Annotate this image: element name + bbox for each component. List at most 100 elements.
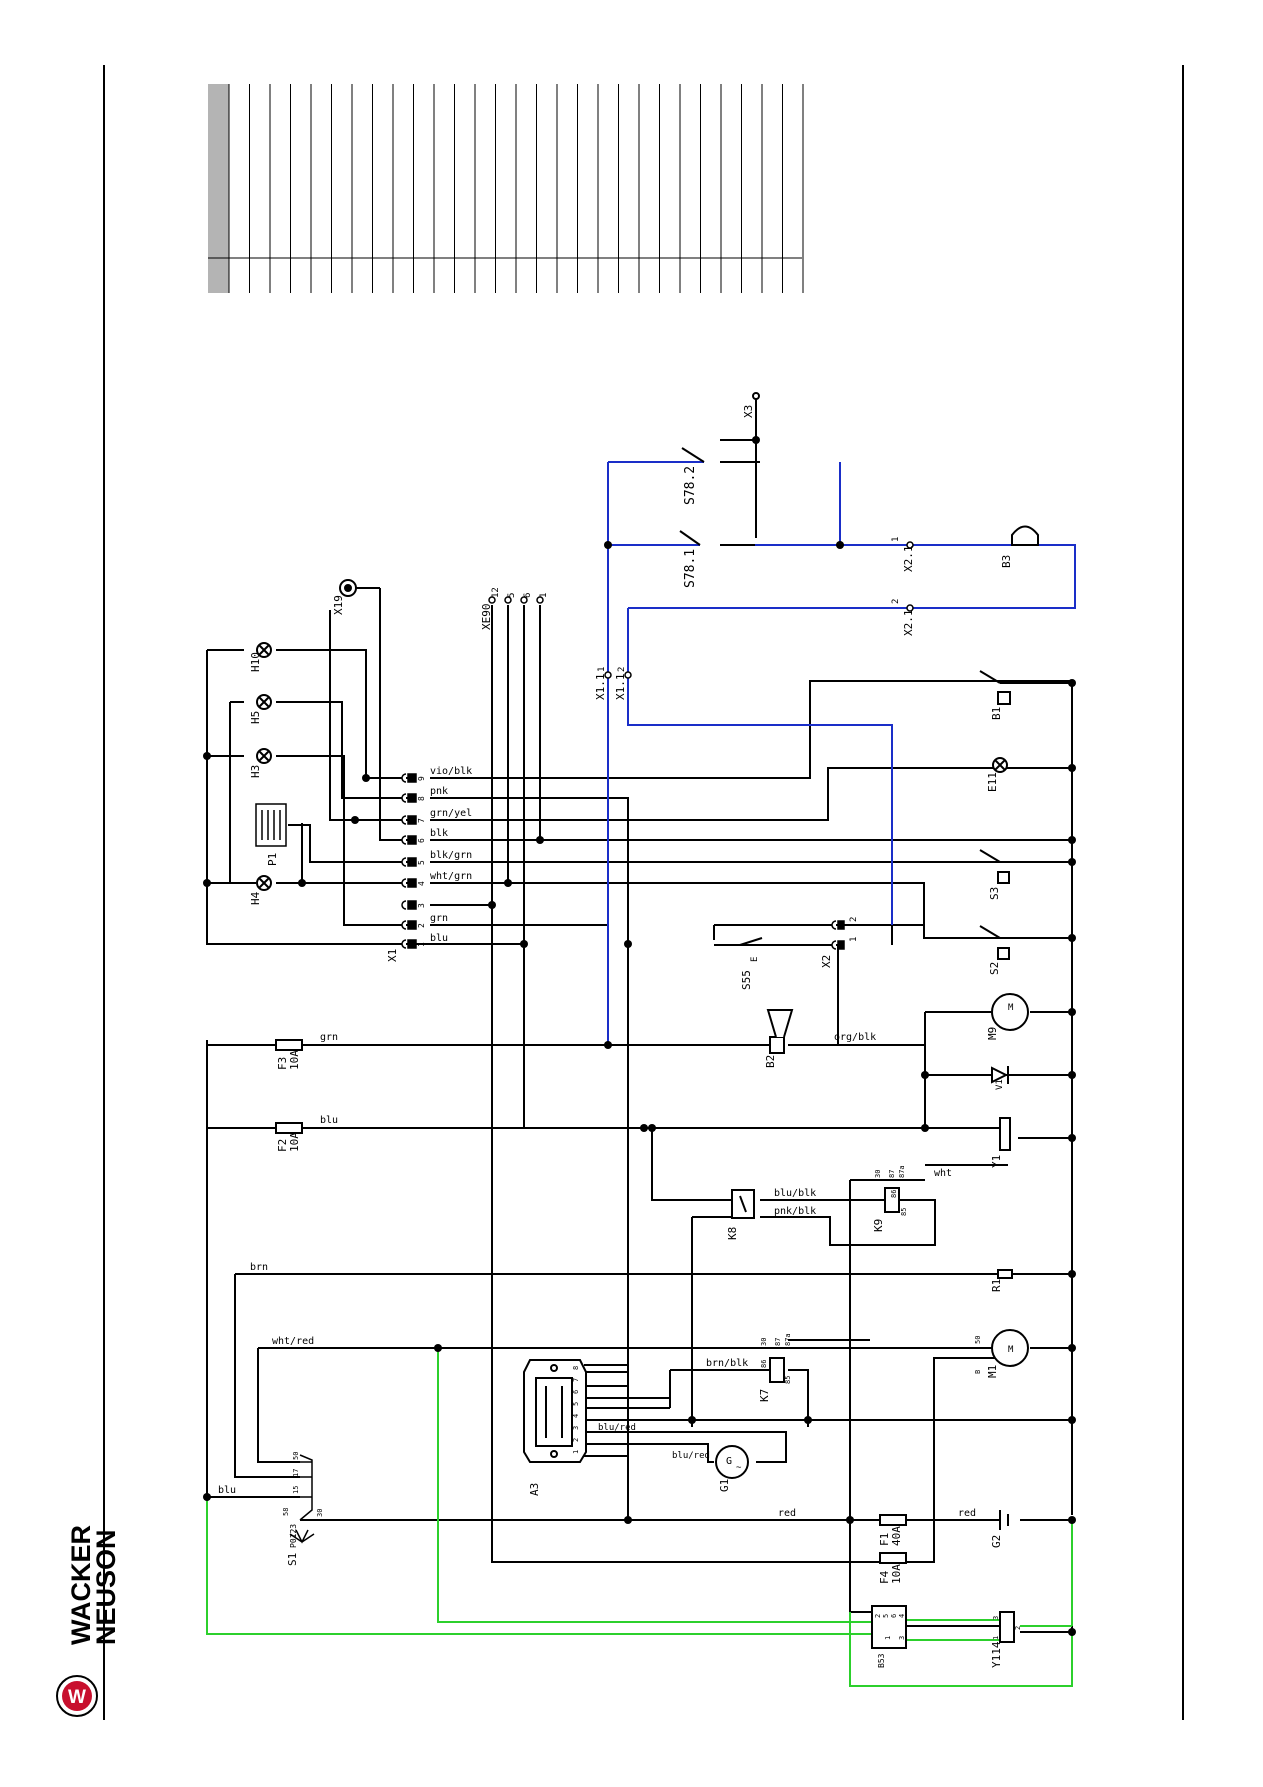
- label-f3-rating: 10A: [288, 1050, 301, 1070]
- label-g1-sub: ~: [736, 1463, 742, 1473]
- junction-dot: [1068, 1134, 1076, 1142]
- label-s1: S1: [286, 1553, 299, 1566]
- junction-dot: [536, 836, 544, 844]
- x1-pin: [401, 835, 407, 845]
- x1-pin-body: [407, 857, 417, 867]
- s1-term-17: 17: [292, 1469, 300, 1477]
- label-y1: Y1: [990, 1155, 1003, 1168]
- x1-pin-body: [407, 773, 417, 783]
- b53-pin-6: 6: [890, 1614, 898, 1618]
- logo-disc: [62, 1681, 92, 1711]
- x1-pin-body: [407, 939, 417, 949]
- label-s1-code: P0123: [289, 1524, 298, 1548]
- x1-pin-label: 4: [417, 881, 426, 886]
- wire-label-red-right: red: [958, 1508, 976, 1519]
- label-xe90-pin-5: 5: [507, 593, 517, 598]
- x1-pin: [401, 815, 407, 825]
- wire-label-blu-blk: blu/blk: [774, 1188, 816, 1199]
- label-b53: B53: [877, 1653, 886, 1668]
- logo-mark-icon: W: [56, 1675, 98, 1717]
- x1-pin-label: 1: [417, 942, 426, 947]
- key-switch-s1-icon: [289, 1454, 315, 1544]
- wire-label-org-blk: org/blk: [834, 1032, 876, 1043]
- label-x19: X19: [332, 595, 345, 615]
- a3-pin-7: 7: [572, 1378, 580, 1382]
- label-x2-pin-2: 2: [849, 917, 859, 922]
- label-b3: B3: [1000, 555, 1013, 568]
- label-x3: X3: [742, 405, 755, 418]
- lamp-h4-icon: [256, 875, 272, 891]
- junction-dot: [362, 774, 370, 782]
- junction-dot: [624, 940, 632, 948]
- junction-dot: [434, 1344, 442, 1352]
- label-h5: H5: [249, 711, 262, 724]
- alternator-g1-icon: [715, 1445, 749, 1479]
- relay-k8-icon: [731, 1189, 755, 1219]
- x1-pin: [401, 878, 407, 888]
- label-x21-2: X2.1: [902, 610, 915, 637]
- connector-x1-icon: [401, 773, 417, 949]
- junction-dot: [1068, 858, 1076, 866]
- k7-term-85: 85: [784, 1376, 792, 1384]
- diode-v1-icon: [991, 1066, 1018, 1084]
- x1-pin-label: 8: [417, 796, 426, 801]
- s1-term-30: 30: [316, 1509, 324, 1517]
- label-x1: X1: [386, 949, 399, 962]
- label-x21-1-pin: 1: [891, 537, 901, 542]
- x1-pin-body: [407, 920, 417, 930]
- x1-pin-label: 7: [417, 818, 426, 823]
- label-b1: B1: [990, 707, 1003, 720]
- k9-term-85: 85: [900, 1208, 908, 1216]
- label-a3: A3: [528, 1483, 541, 1496]
- x1-pin-label: 6: [417, 838, 426, 843]
- label-s78-2: S78.2: [683, 466, 698, 505]
- x1-pin-body: [407, 900, 417, 910]
- a3-pin-4: 4: [572, 1414, 580, 1418]
- wire-label-blu-f2: blu: [320, 1115, 338, 1126]
- fuse-f4-icon: [879, 1552, 907, 1564]
- junction-dot: [640, 1124, 648, 1132]
- wire-label-brn: brn: [250, 1262, 268, 1273]
- label-e11: E11: [986, 772, 999, 792]
- label-x11-2: X1.1: [614, 674, 627, 701]
- label-k7: K7: [758, 1389, 771, 1402]
- x1-pin-label: 5: [417, 860, 426, 865]
- label-k9: K9: [872, 1219, 885, 1232]
- label-g2: G2: [990, 1535, 1003, 1548]
- page-frame: [103, 65, 1184, 1720]
- x1-pin-label: 9: [417, 776, 426, 781]
- switch-s2-icon: [979, 925, 1010, 960]
- wire-label-wht-red: wht/red: [272, 1336, 314, 1347]
- junction-dot: [688, 1416, 696, 1424]
- lamp-h3-icon: [256, 748, 272, 764]
- wire-label-brn-blk: brn/blk: [706, 1358, 748, 1369]
- k9-term-87: 87: [888, 1170, 896, 1178]
- b53-pin-1: 1: [884, 1636, 892, 1640]
- junction-dot: [921, 1124, 929, 1132]
- blue-wires: [607, 461, 1076, 1045]
- label-s78-1: S78.1: [683, 549, 698, 588]
- junction-dot: [804, 1416, 812, 1424]
- label-m1: M1: [986, 1365, 999, 1378]
- black-wires: [206, 588, 1073, 1633]
- label-f4: F4: [878, 1570, 891, 1584]
- junction-dot: [648, 1124, 656, 1132]
- fuse-f2-icon: [275, 1122, 303, 1134]
- label-m9: M9: [986, 1027, 999, 1040]
- junction-dot: [203, 752, 211, 760]
- module-b53-icon: [871, 1605, 907, 1649]
- junction-dot: [504, 879, 512, 887]
- label-f3: F3: [276, 1057, 289, 1070]
- label-xe90-pin-12: 12: [491, 587, 501, 598]
- junction-dot: [1068, 1008, 1076, 1016]
- x1-pin: [401, 857, 407, 867]
- brand-line1: WACKER: [66, 1525, 96, 1645]
- x1-pin: [401, 939, 407, 949]
- junction-dot: [836, 541, 844, 549]
- label-f2: F2: [276, 1139, 289, 1152]
- label-v1: V1: [995, 1079, 1005, 1090]
- junction-dot: [488, 901, 496, 909]
- a3-pin-2: 2: [572, 1438, 580, 1442]
- junction-dot: [1068, 1416, 1076, 1424]
